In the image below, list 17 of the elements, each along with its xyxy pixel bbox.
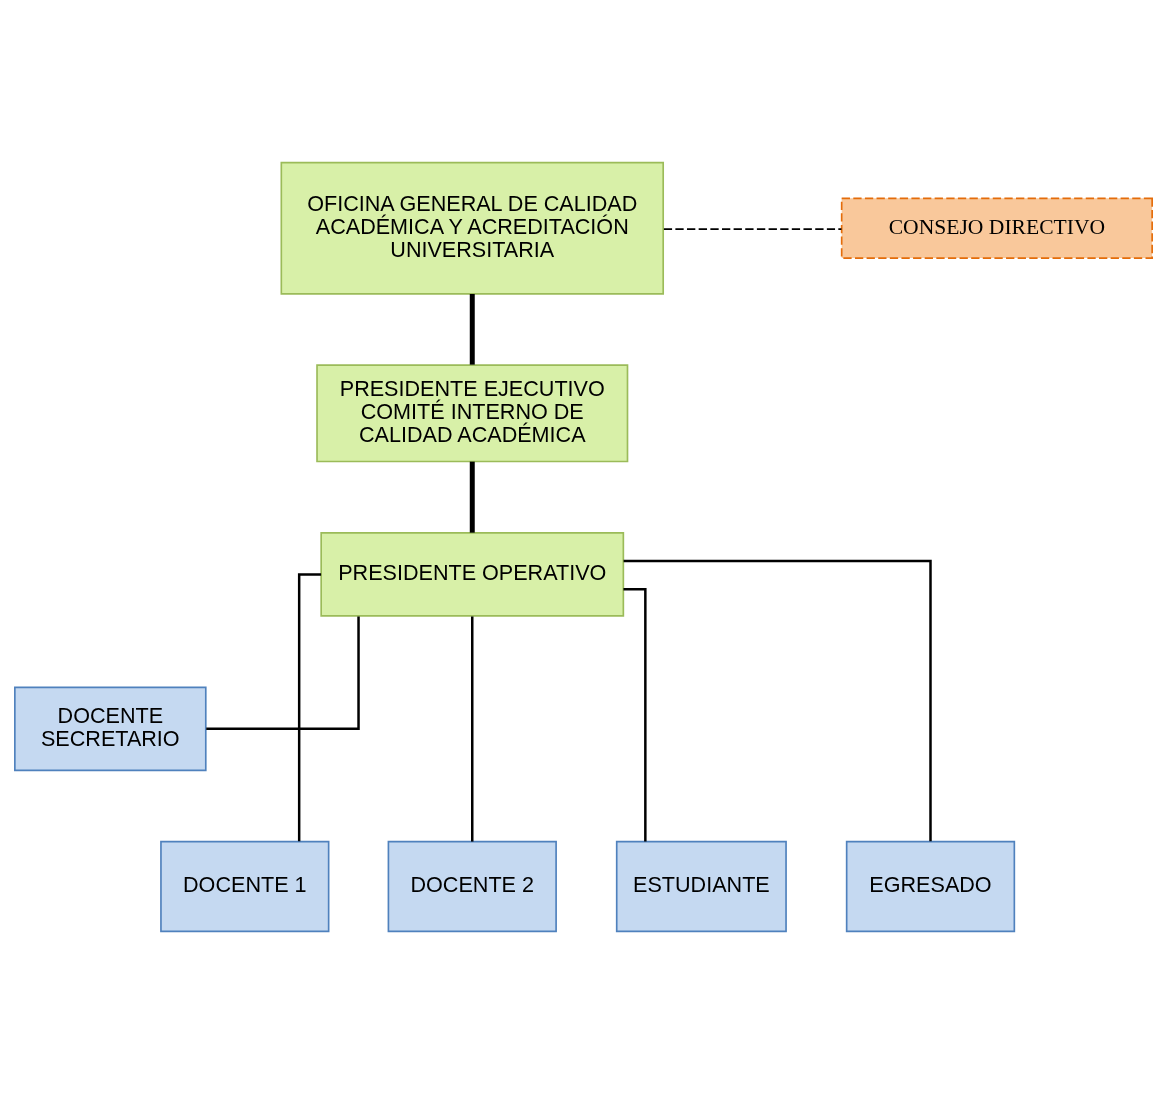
node-box: ESTUDIANTE (615, 840, 787, 932)
node-box: PRESIDENTE EJECUTIVO COMITÉ INTERNO DE CALIDAD ACADÉMICA (316, 363, 629, 462)
node-box: DOCENTE 1 (160, 840, 330, 932)
connector (469, 461, 475, 533)
connector (206, 616, 360, 730)
connector (663, 227, 843, 230)
node-box: CONSEJO DIRECTIVO (840, 197, 1153, 259)
node-box: OFICINA GENERAL DE CALIDAD ACADÉMICA Y ACREDITACIÓN UNIVERSITARIA (280, 161, 665, 295)
connector (297, 572, 322, 841)
connector (471, 616, 474, 842)
node-box: DOCENTE 2 (387, 840, 557, 932)
connector (623, 587, 647, 841)
node-box: DOCENTE SECRETARIO (14, 685, 207, 771)
connector (623, 559, 932, 841)
node-box: EGRESADO (845, 840, 1016, 932)
connector (469, 293, 475, 365)
node-box: PRESIDENTE OPERATIVO (320, 531, 625, 617)
